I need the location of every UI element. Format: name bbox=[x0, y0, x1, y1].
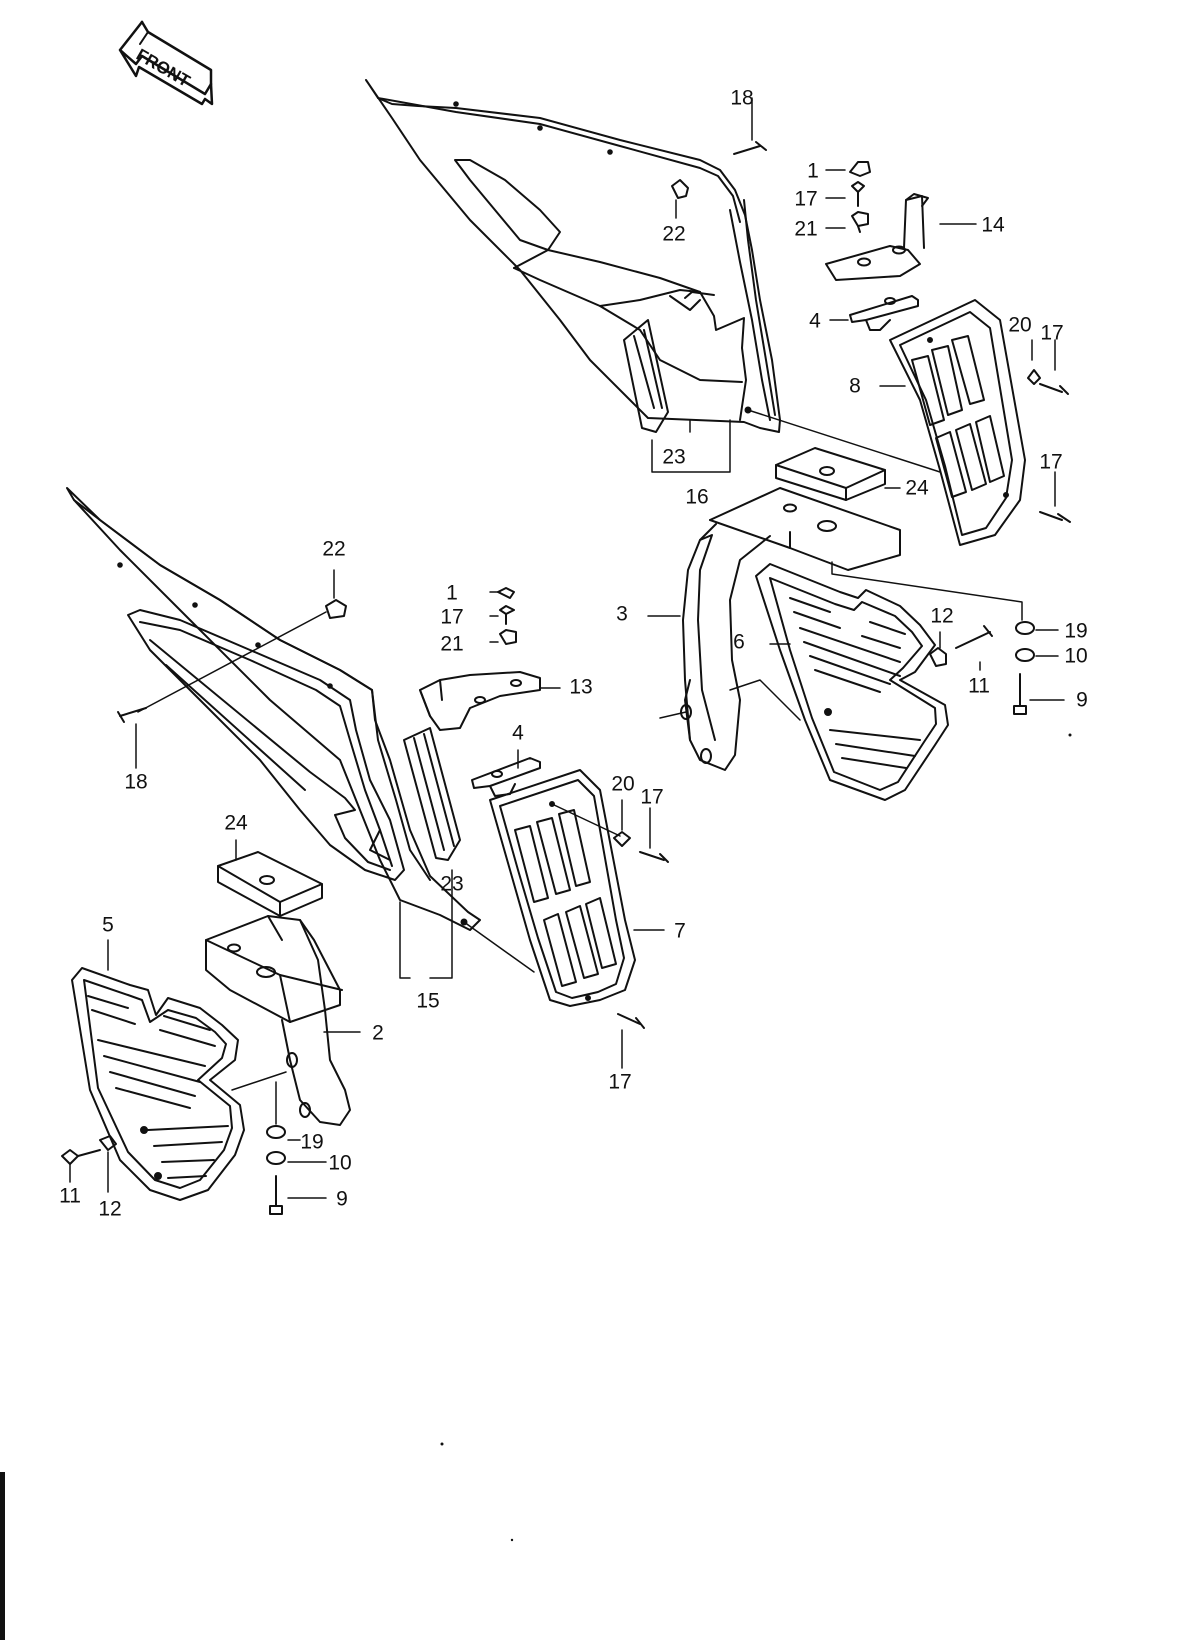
left-panel-5 bbox=[71, 967, 245, 1201]
left-stay-2 bbox=[205, 915, 351, 1126]
callout-2: 2 bbox=[372, 1021, 384, 1045]
callout-17: 17 bbox=[794, 187, 818, 211]
left-panel-7 bbox=[489, 769, 636, 1007]
callout-18: 18 bbox=[730, 86, 754, 110]
callout-20: 20 bbox=[611, 772, 635, 796]
callout-18: 18 bbox=[124, 770, 148, 794]
callout-17: 17 bbox=[640, 785, 664, 809]
right-panel-8 bbox=[889, 299, 1026, 546]
callout-17: 17 bbox=[1040, 321, 1064, 345]
callout-23: 23 bbox=[440, 872, 464, 896]
right-clip-4 bbox=[849, 295, 919, 331]
callout-15: 15 bbox=[416, 989, 440, 1013]
right-hardware bbox=[671, 141, 1071, 715]
right-bracket-14 bbox=[825, 193, 929, 281]
callout-9: 9 bbox=[1076, 688, 1088, 712]
callout-23: 23 bbox=[662, 445, 686, 469]
callout-10: 10 bbox=[328, 1151, 352, 1175]
callout-12: 12 bbox=[930, 604, 954, 628]
left-edge-bar bbox=[0, 1472, 5, 1640]
callout-22: 22 bbox=[662, 222, 686, 246]
callout-13: 13 bbox=[569, 675, 593, 699]
stray-dots bbox=[440, 733, 1072, 1542]
callout-6: 6 bbox=[733, 630, 745, 654]
left-side-cover bbox=[66, 487, 481, 931]
callout-7: 7 bbox=[674, 919, 686, 943]
left-spacer-24 bbox=[217, 851, 323, 917]
left-bracket-13 bbox=[419, 671, 541, 731]
callout-5: 5 bbox=[102, 913, 114, 937]
right-stay-3 bbox=[680, 487, 901, 771]
callout-11: 11 bbox=[59, 1184, 81, 1208]
front-arrow: FRONT bbox=[118, 20, 214, 106]
callout-16: 16 bbox=[685, 485, 709, 509]
callout-24: 24 bbox=[224, 811, 248, 835]
callout-9: 9 bbox=[336, 1187, 348, 1211]
left-trim-23 bbox=[403, 727, 461, 861]
callout-10: 10 bbox=[1064, 644, 1088, 668]
callout-1: 1 bbox=[807, 159, 819, 183]
callout-1: 1 bbox=[446, 581, 458, 605]
callout-12: 12 bbox=[98, 1197, 122, 1221]
callout-4: 4 bbox=[512, 721, 524, 745]
callout-21: 21 bbox=[794, 217, 818, 241]
right-spacer-24 bbox=[775, 447, 886, 501]
callout-17: 17 bbox=[1039, 450, 1063, 474]
callout-14: 14 bbox=[981, 213, 1005, 237]
left-hardware bbox=[61, 587, 669, 1215]
callout-22: 22 bbox=[322, 537, 346, 561]
callout-17: 17 bbox=[440, 605, 464, 629]
callout-3: 3 bbox=[616, 602, 628, 626]
callout-21: 21 bbox=[440, 632, 464, 656]
callout-17: 17 bbox=[608, 1070, 632, 1094]
right-panel-6 bbox=[755, 563, 949, 801]
callout-19: 19 bbox=[300, 1130, 324, 1154]
callout-4: 4 bbox=[809, 309, 821, 333]
callout-20: 20 bbox=[1008, 313, 1032, 337]
right-trim-23 bbox=[623, 319, 669, 433]
right-side-cover bbox=[365, 79, 781, 433]
callout-24: 24 bbox=[905, 476, 929, 500]
callout-11: 11 bbox=[968, 674, 990, 698]
callout-19: 19 bbox=[1064, 619, 1088, 643]
left-clip-4 bbox=[471, 757, 541, 797]
callout-8: 8 bbox=[849, 374, 861, 398]
leader-lines bbox=[69, 97, 1065, 1199]
